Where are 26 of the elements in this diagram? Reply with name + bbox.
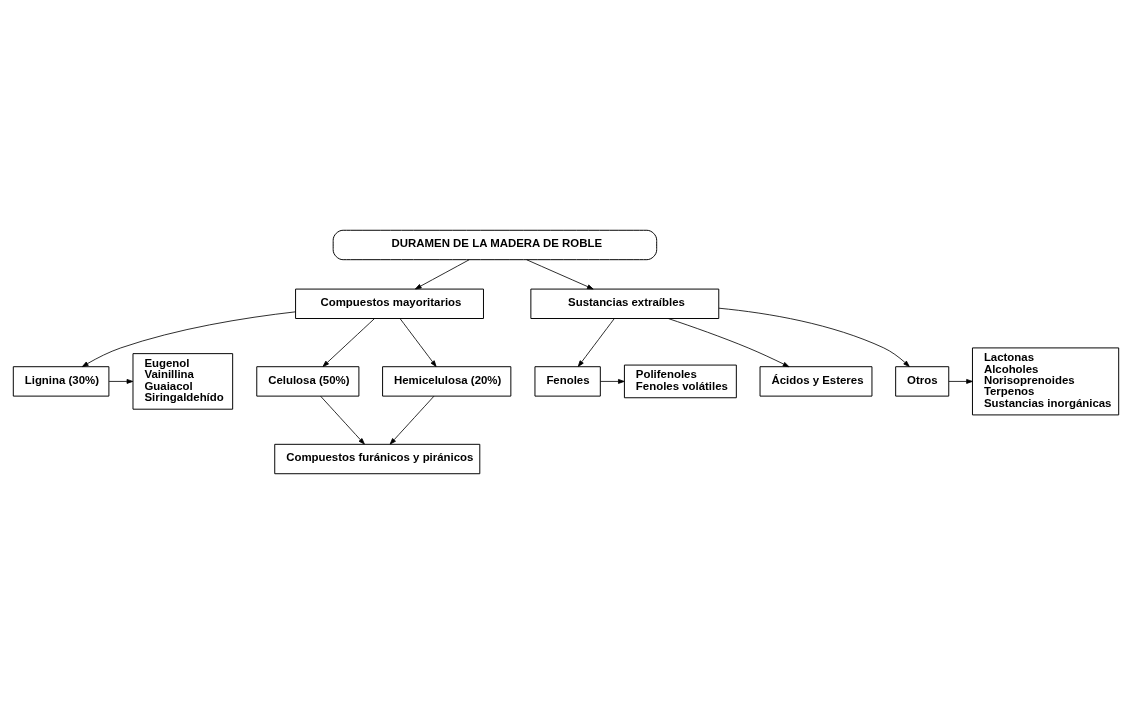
arrow	[718, 307, 910, 367]
arrow	[389, 395, 435, 445]
node-box: Compuestos mayoritarios	[295, 288, 484, 319]
node-box: Sustancias extraíbles	[530, 288, 720, 319]
arrow	[415, 259, 470, 290]
node-box: Celulosa (50%)	[256, 366, 360, 397]
node-box: Compuestos furánicos y piránicos	[274, 443, 481, 475]
node-box: Polifenoles Fenoles volátiles	[623, 364, 737, 399]
arrow	[526, 259, 594, 290]
node-box: Hemicelulosa (20%)	[382, 366, 512, 397]
node-box: Ácidos y Esteres	[759, 366, 873, 397]
node-box: Otros	[895, 366, 950, 397]
arrow	[948, 379, 973, 384]
arrow	[667, 318, 790, 368]
arrow	[108, 379, 134, 384]
arrow	[81, 311, 296, 368]
arrow	[322, 318, 375, 367]
node-box: Lignina (30%)	[12, 366, 110, 397]
node-box: Fenoles	[534, 366, 601, 397]
arrow	[600, 379, 625, 384]
node-box: DURAMEN DE LA MADERA DE ROBLE	[332, 229, 658, 261]
node-box: Lactonas Alcoholes Norisoprenoides Terpenos Sustancias inorgánicas	[971, 347, 1120, 416]
arrow	[399, 318, 437, 367]
arrow	[320, 395, 365, 445]
node-box: Eugenol Vainillina Guaiacol Siringaldehído	[132, 353, 234, 410]
arrow	[577, 318, 615, 367]
